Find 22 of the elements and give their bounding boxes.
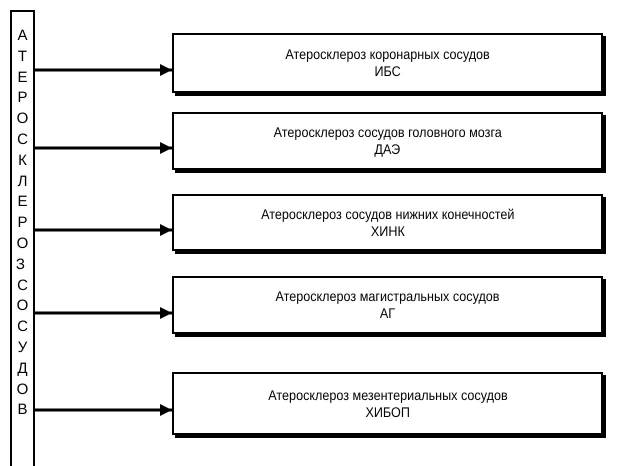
process-box bbox=[172, 112, 603, 170]
box-title: Атеросклероз коронарных сосудов bbox=[285, 46, 490, 63]
abbreviation: ИБС bbox=[374, 63, 401, 80]
box-title: Атеросклероз сосудов головного мозга bbox=[273, 124, 502, 141]
arrow bbox=[35, 224, 172, 236]
process-box bbox=[172, 372, 603, 435]
arrow bbox=[35, 404, 172, 416]
abbreviation: ХИНК bbox=[370, 222, 404, 240]
box-title: Атеросклероз сосудов нижних конечностей bbox=[260, 206, 514, 222]
process-box bbox=[172, 33, 603, 93]
process-box bbox=[172, 194, 603, 251]
process-box bbox=[172, 276, 603, 334]
box-title: Атеросклероз мезентериальных сосудов bbox=[268, 386, 508, 404]
abbreviation: ДАЭ bbox=[374, 141, 400, 158]
box-title: Атеросклероз магистральных сосудов bbox=[275, 288, 500, 305]
arrow bbox=[35, 307, 172, 319]
abbreviation: АГ bbox=[380, 305, 396, 322]
arrow bbox=[35, 64, 172, 76]
vertical-title: АТЕРОСКЛЕРОЗ СОСУДОВ bbox=[15, 26, 30, 420]
vertical-title-box bbox=[10, 10, 35, 466]
abbreviation: ХИБОП bbox=[365, 404, 410, 420]
arrow bbox=[35, 142, 172, 154]
